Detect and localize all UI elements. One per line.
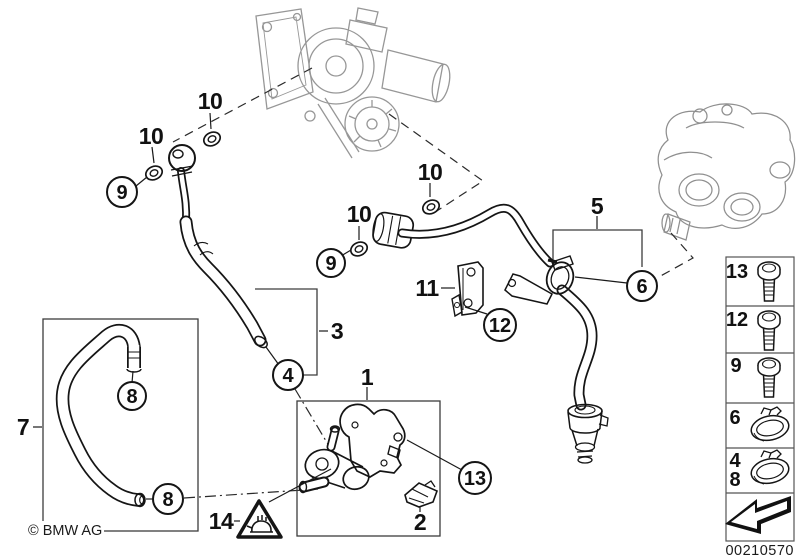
- svg-text:5: 5: [591, 193, 604, 219]
- pinch-hazard-triangle-icon: [236, 499, 283, 539]
- svg-text:9: 9: [116, 182, 127, 204]
- legend-row-6[interactable]: 6: [729, 406, 792, 445]
- svg-text:4: 4: [282, 365, 294, 387]
- svg-text:4: 4: [729, 450, 741, 472]
- group-frame-part1: [296, 400, 441, 537]
- legend-row-13[interactable]: 13: [726, 261, 781, 302]
- svg-text:10: 10: [347, 201, 372, 227]
- callout-2[interactable]: 2: [414, 509, 427, 535]
- callout-7[interactable]: 7: [17, 414, 30, 440]
- thermostat-housing-drawing: [657, 103, 796, 241]
- svg-text:6: 6: [729, 407, 740, 429]
- reference-dash-lines: [172, 67, 694, 499]
- callout-6[interactable]: 6: [626, 270, 658, 302]
- callout-10-d[interactable]: 10: [418, 159, 443, 185]
- oil-pipe-part3: [168, 144, 268, 349]
- svg-text:10: 10: [139, 123, 164, 149]
- callout-3[interactable]: 3: [331, 318, 344, 344]
- legend-row-12[interactable]: 12: [726, 309, 781, 351]
- legend-table: 13 12 9 6 4 8: [725, 256, 795, 542]
- callout-13[interactable]: 13: [458, 461, 492, 495]
- washer-seal: [419, 196, 443, 218]
- svg-text:12: 12: [489, 315, 511, 337]
- svg-text:13: 13: [464, 468, 486, 490]
- callout-1[interactable]: 1: [361, 364, 375, 390]
- washer-seal: [200, 128, 224, 150]
- group-bracket-part5: [552, 229, 643, 267]
- group-frame-part7: [42, 318, 199, 532]
- svg-text:9: 9: [325, 253, 336, 275]
- quick-connector: [567, 403, 609, 464]
- svg-text:8: 8: [729, 469, 740, 491]
- pipe-bracket-arm: [504, 273, 553, 305]
- svg-text:8: 8: [162, 489, 173, 511]
- callout-12[interactable]: 12: [483, 308, 517, 342]
- svg-text:7: 7: [17, 414, 29, 440]
- svg-text:10: 10: [198, 88, 223, 114]
- svg-text:14: 14: [209, 508, 234, 534]
- legend-row-9[interactable]: 9: [730, 355, 781, 398]
- callout-8-b[interactable]: 8: [152, 483, 184, 515]
- coolant-pipe-part5: [372, 203, 609, 464]
- svg-text:13: 13: [726, 261, 748, 283]
- group-bracket-part3: [255, 288, 318, 376]
- aux-water-pump-part1: [298, 403, 406, 494]
- hose-clamp-part6: [545, 255, 575, 295]
- copyright-label: © BMW AG: [28, 523, 102, 539]
- svg-text:6: 6: [636, 276, 647, 298]
- svg-text:2: 2: [414, 509, 426, 535]
- callout-9-a[interactable]: 9: [106, 176, 138, 208]
- callout-10-a[interactable]: 10: [198, 88, 223, 114]
- svg-text:8: 8: [126, 386, 137, 408]
- svg-text:11: 11: [415, 275, 439, 301]
- washer-seal: [142, 162, 166, 184]
- coolant-hose-part7: [55, 323, 146, 508]
- callout-10-c[interactable]: 10: [347, 201, 372, 227]
- svg-text:10: 10: [418, 159, 443, 185]
- svg-text:9: 9: [730, 355, 741, 377]
- drawing-number: 00210570: [725, 543, 794, 559]
- retaining-clip-part2: [404, 480, 439, 508]
- callout-8-a[interactable]: 8: [117, 381, 147, 411]
- callout-10-b[interactable]: 10: [139, 123, 164, 149]
- callout-5[interactable]: 5: [591, 193, 605, 219]
- legend-row-4-8[interactable]: 4 8: [729, 449, 792, 491]
- svg-text:3: 3: [331, 318, 343, 344]
- callout-9-b[interactable]: 9: [316, 248, 346, 278]
- washer-seal: [347, 238, 371, 260]
- copyright-backing: [24, 521, 104, 540]
- callout-11[interactable]: 11: [415, 275, 440, 301]
- svg-text:12: 12: [726, 309, 748, 331]
- svg-text:1: 1: [361, 364, 374, 390]
- callout-4[interactable]: 4: [272, 359, 304, 391]
- turbocharger-drawing: [255, 7, 451, 159]
- direction-arrow-icon: [725, 496, 791, 534]
- leader-lines: [33, 112, 628, 522]
- callout-14[interactable]: 14: [209, 508, 235, 534]
- holder-bracket-part11: [451, 261, 484, 318]
